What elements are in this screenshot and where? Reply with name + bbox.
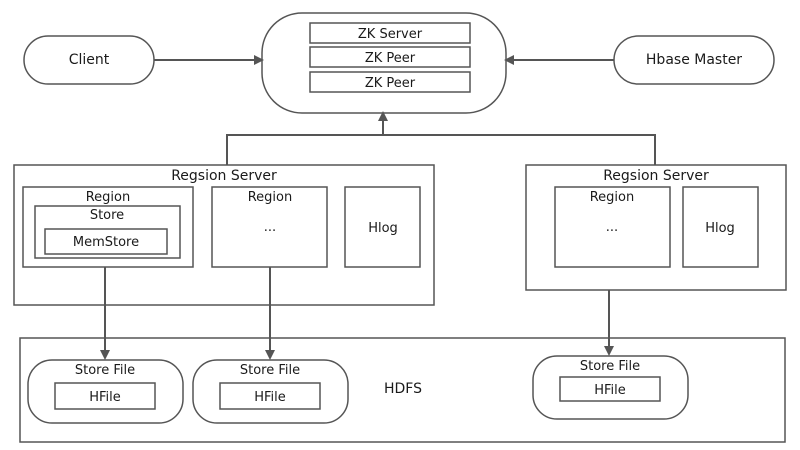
store-title: Store: [90, 208, 124, 223]
store-file-2-title: Store File: [240, 363, 300, 378]
region-server-right-title: Regsion Server: [603, 168, 709, 184]
region-left-2-box: [211, 186, 328, 268]
hdfs-container: HDFS Store File HFile Store File HFile S…: [19, 337, 786, 443]
hlog-left-label: Hlog: [368, 221, 398, 236]
store-file-1-title: Store File: [75, 363, 135, 378]
region-left-2-title: Region: [248, 190, 293, 205]
zk-server-label: ZK Server: [358, 27, 423, 42]
region-right-content: ...: [606, 220, 618, 235]
region-left-1-title: Region: [86, 190, 131, 205]
store-file-3-title: Store File: [580, 359, 640, 374]
zk-peer-label-2: ZK Peer: [365, 76, 416, 91]
client-label: Client: [69, 52, 110, 68]
store-file-3: Store File HFile: [532, 355, 689, 420]
hfile-1-label: HFile: [89, 390, 121, 405]
zk-peer-box-1: [309, 46, 471, 68]
hlog-right-box: [682, 186, 759, 268]
zookeeper-cluster: ZK Server ZK Peer ZK Peer: [261, 12, 507, 114]
store-file-1: Store File HFile: [27, 359, 184, 424]
hbase-master-label: Hbase Master: [646, 52, 742, 68]
hfile-3-box: [559, 376, 661, 402]
region-server-left: Regsion Server Region Store MemStore Reg…: [13, 164, 435, 306]
region-server-left-title: Regsion Server: [171, 168, 277, 184]
hdfs-label: HDFS: [384, 381, 422, 397]
hbase-master-node: Hbase Master: [613, 35, 775, 85]
store-file-2: Store File HFile: [192, 359, 349, 424]
memstore-box: [44, 228, 168, 255]
memstore-label: MemStore: [73, 235, 139, 250]
region-right-title: Region: [590, 190, 635, 205]
zk-server-box: [309, 22, 471, 44]
zk-peer-box-2: [309, 71, 471, 93]
hlog-right-label: Hlog: [705, 221, 735, 236]
hfile-2-label: HFile: [254, 390, 286, 405]
region-right-box: [554, 186, 671, 268]
hlog-left-box: [344, 186, 421, 268]
hfile-3-label: HFile: [594, 383, 626, 398]
zk-peer-label-1: ZK Peer: [365, 51, 416, 66]
client-node: Client: [23, 35, 155, 85]
region-left-2-content: ...: [264, 220, 276, 235]
hfile-2-box: [219, 382, 321, 410]
region-server-right: Regsion Server Region ... Hlog: [525, 164, 787, 291]
region-servers-connector: [226, 134, 656, 165]
hfile-1-box: [54, 382, 156, 410]
